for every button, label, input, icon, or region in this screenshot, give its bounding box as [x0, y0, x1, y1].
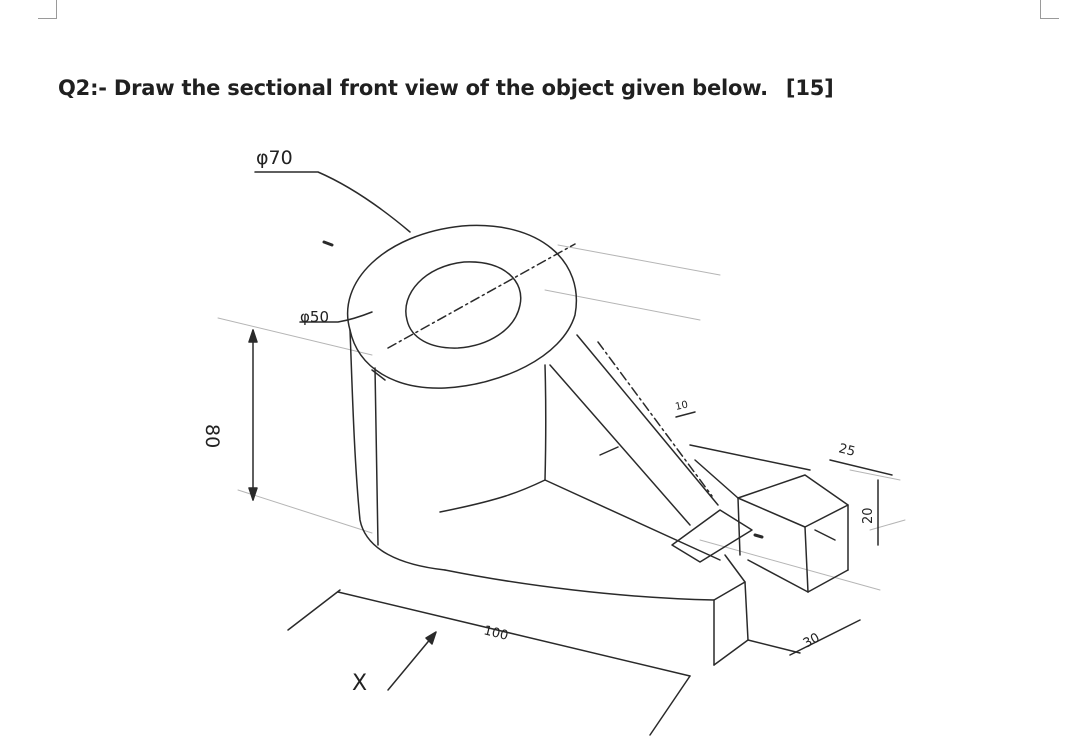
page-corner-mark-left [38, 0, 57, 19]
height-label: 80 [201, 424, 223, 448]
question-marks: [15] [785, 76, 834, 100]
length-label: 100 [482, 623, 510, 644]
question-text: Q2:- Draw the sectional front view of th… [58, 76, 768, 100]
height-dimension [248, 329, 258, 501]
cylinder-top [346, 224, 578, 389]
page-corner-mark-right [1040, 0, 1059, 19]
rib [549, 334, 753, 563]
cylinder-body [349, 329, 547, 571]
right-block [689, 444, 849, 593]
block-width-label: 25 [837, 441, 857, 460]
base-plate [439, 479, 749, 666]
outer-diameter-label: φ70 [256, 147, 293, 169]
question-heading: Q2:- Draw the sectional front view of th… [58, 76, 834, 100]
rib-thickness-label: 10 [674, 400, 689, 413]
view-marker-label: X [352, 671, 367, 696]
block-dimensions [747, 459, 893, 656]
length-dimension [287, 589, 691, 736]
construction-lines [217, 244, 906, 591]
block-height-label: 20 [861, 507, 876, 524]
inner-diameter-label: φ50 [300, 308, 329, 326]
view-arrow [387, 631, 437, 691]
block-depth-label: 30 [801, 631, 823, 652]
leader-lines [254, 171, 696, 418]
